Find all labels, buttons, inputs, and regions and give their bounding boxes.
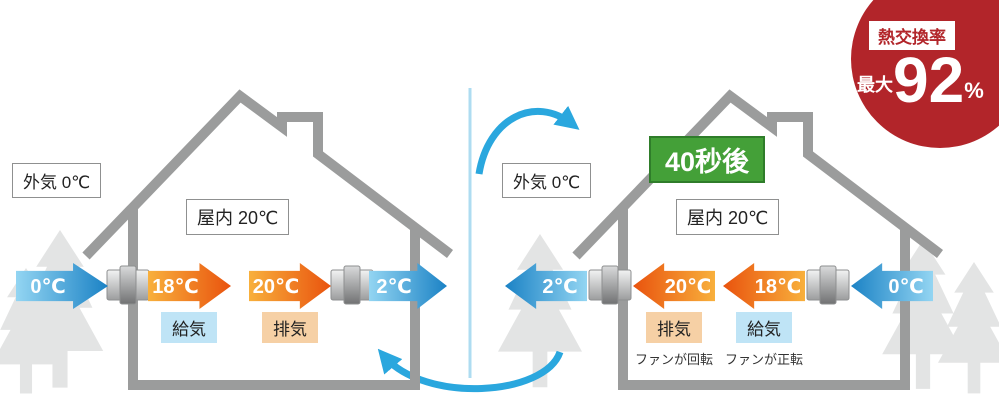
left-exhaust-tag: 排気	[262, 312, 318, 343]
left-outside-temp-label: 外気 0℃	[12, 163, 102, 198]
cycle-arrow-top-icon	[475, 105, 580, 175]
right-intake-temp: 0℃	[888, 275, 924, 298]
left-supply-tag: 給気	[161, 312, 217, 343]
left-intake-temp: 0℃	[30, 275, 66, 298]
right-supply-tag: 給気	[736, 312, 792, 343]
right-outflow-temp: 2℃	[542, 275, 578, 298]
left-exhaust-temp: 20℃	[252, 275, 300, 298]
fan-unit-icon	[106, 265, 150, 305]
right-supply-fan-note: ファンが正転	[724, 352, 804, 367]
badge-prefix: 最大	[857, 75, 893, 95]
left-supply-temp: 18℃	[152, 275, 199, 298]
right-exhaust-fan-note: ファンが回転	[634, 352, 714, 367]
right-supply-temp: 18℃	[754, 275, 802, 298]
badge-number: 92	[893, 44, 965, 116]
left-outflow-temp: 2℃	[376, 275, 412, 298]
time-elapsed-label: 40秒後	[649, 136, 766, 183]
heat-exchange-badge-title: 熱交換率	[869, 21, 955, 50]
right-outside-temp-label: 外気 0℃	[502, 163, 592, 198]
tree-icon	[498, 234, 582, 388]
cycle-arrow-bottom-icon	[377, 348, 564, 393]
tree-icon	[882, 240, 964, 389]
right-exhaust-tag: 排気	[646, 312, 702, 343]
right-exhaust-temp: 20℃	[664, 275, 712, 298]
fan-unit-icon	[588, 265, 632, 305]
heat-exchange-badge-value: 最大 92 %	[857, 48, 984, 112]
fan-unit-icon	[330, 265, 374, 305]
badge-unit: %	[964, 78, 984, 103]
fan-unit-icon	[806, 265, 850, 305]
left-inside-temp-label: 屋内 20℃	[186, 199, 290, 235]
right-inside-temp-label: 屋内 20℃	[676, 199, 780, 235]
